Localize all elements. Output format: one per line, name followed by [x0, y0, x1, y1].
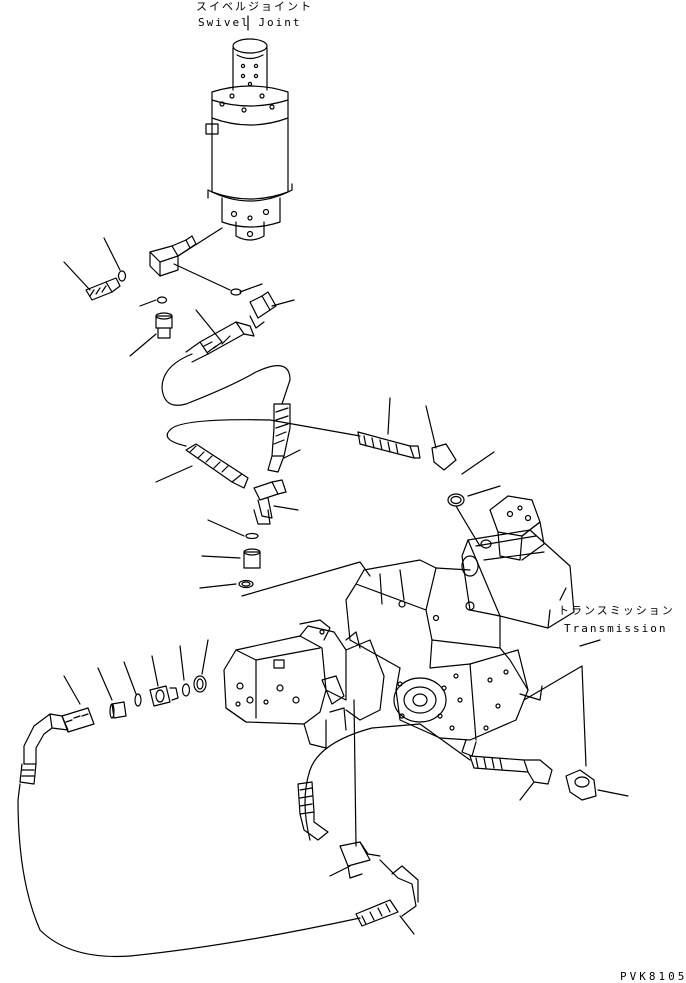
connector-nipple: [129, 312, 173, 357]
hose-left-loop: [17, 713, 361, 958]
hose-upper: [161, 309, 291, 406]
swivel-joint: [205, 38, 293, 241]
leader-lines: [247, 15, 601, 647]
swivel-joint-label-jp: スイベルジョイント: [196, 0, 313, 13]
small-fittings-middle: [199, 519, 371, 597]
transmission-label-jp: トランスミッション: [558, 604, 675, 617]
hose-lower: [297, 699, 471, 935]
transmission: [345, 495, 575, 757]
left-fittings-row: [61, 639, 209, 733]
tee-fitting-middle: [253, 479, 299, 525]
swivel-joint-label-en: Swivel Joint: [198, 16, 302, 29]
tee-fitting-upper: [149, 227, 231, 291]
hose-middle: [155, 403, 361, 489]
adapter-left: [63, 261, 121, 301]
elbow-upper-right: [249, 291, 295, 329]
transmission-label-en: Transmission: [564, 622, 668, 635]
drawing-code: PVK8105: [620, 970, 686, 983]
control-valve-block: [223, 619, 385, 749]
o-rings-upper: [103, 237, 263, 307]
hose-right-upper: [357, 397, 501, 547]
hose-right-lower: [469, 665, 629, 801]
